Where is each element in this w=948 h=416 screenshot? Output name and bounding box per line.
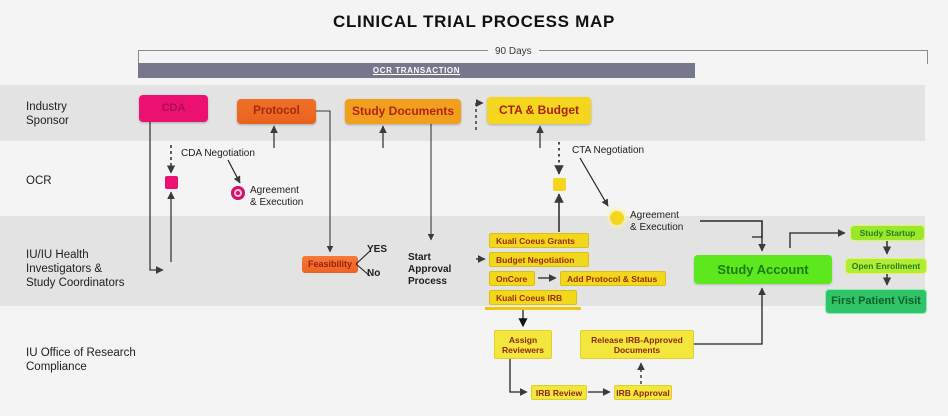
label-cda-negotiation: CDA Negotiation (181, 148, 255, 159)
ocr-transaction-bar: OCR TRANSACTION (138, 63, 695, 78)
label-cta-agreement: Agreement& Execution (630, 210, 684, 233)
marker-cda-agreement (231, 186, 245, 200)
node-study-documents[interactable]: Study Documents (345, 99, 461, 124)
label-cda-agreement: Agreement& Execution (250, 185, 304, 208)
node-kuali-coeus-irb[interactable]: Kuali Coeus IRB (489, 290, 577, 305)
label-yes-branch: YES (367, 244, 388, 255)
node-irb-approval[interactable]: IRB Approval (614, 385, 672, 400)
label-cta-negotiation: CTA Negotiation (572, 145, 645, 156)
node-cda[interactable]: CDA (139, 95, 208, 122)
page-title: CLINICAL TRIAL PROCESS MAP (332, 12, 616, 31)
node-add-protocol-status[interactable]: Add Protocol & Status (560, 271, 666, 286)
marker-cta-negotiation (553, 178, 566, 191)
marker-cda-negotiation (165, 176, 178, 189)
node-open-enrollment[interactable]: Open Enrollment (845, 258, 927, 274)
node-irb-review[interactable]: IRB Review (531, 385, 587, 400)
label-no-branch: No (367, 268, 381, 279)
timeline-bracket-label: 90 Days (488, 46, 539, 57)
node-kuali-coeus-grants[interactable]: Kuali Coeus Grants (489, 233, 589, 248)
node-feasibility[interactable]: Feasibility (302, 256, 358, 273)
node-study-account[interactable]: Study Account (694, 255, 832, 284)
node-oncore[interactable]: OnCore (489, 271, 535, 286)
node-budget-negotiation[interactable]: Budget Negotiation (489, 252, 589, 267)
node-study-startup[interactable]: Study Startup (850, 225, 925, 241)
marker-cta-agreement (610, 211, 624, 225)
node-first-patient-visit[interactable]: First Patient Visit (825, 289, 927, 314)
node-cta-budget[interactable]: CTA & Budget (487, 97, 591, 124)
node-protocol[interactable]: Protocol (237, 99, 316, 124)
kuali-group-underline (485, 307, 581, 310)
decision-branch-lines (355, 250, 371, 277)
lane-label-ocr: OCR (26, 175, 52, 187)
